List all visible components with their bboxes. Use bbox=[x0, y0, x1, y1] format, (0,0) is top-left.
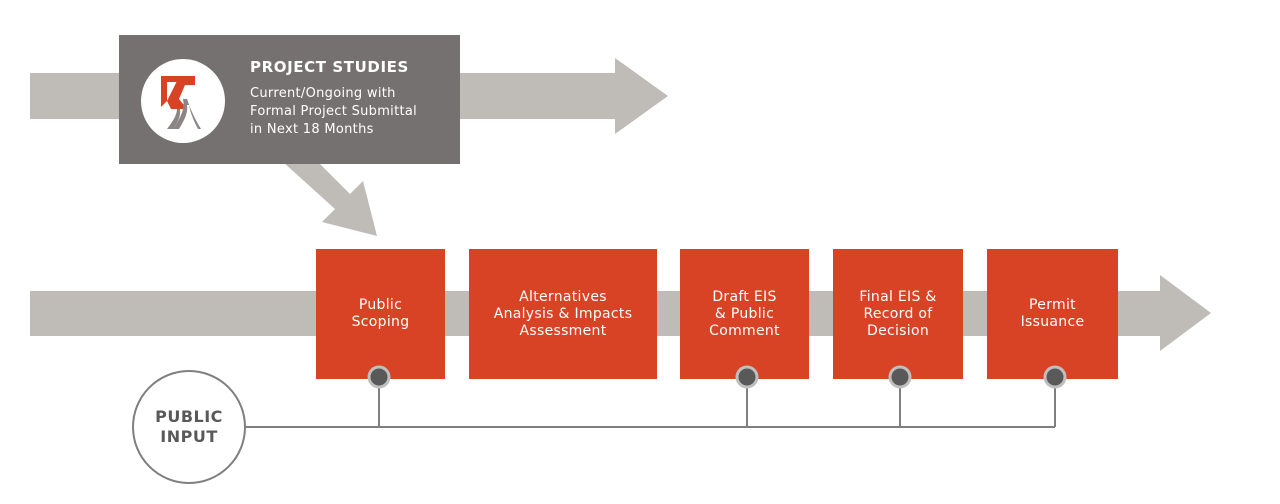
node-public-scoping bbox=[367, 365, 391, 389]
node-permit-issuance bbox=[1043, 365, 1067, 389]
project-studies-description: Current/Ongoing with Formal Project Subm… bbox=[250, 86, 418, 137]
project-studies-title: PROJECT STUDIES bbox=[250, 58, 409, 76]
node-draft-eis bbox=[735, 365, 759, 389]
diagonal-arrow bbox=[283, 162, 377, 236]
public-input-circle: PUBLIC INPUT bbox=[132, 370, 246, 484]
public-input-label: PUBLIC INPUT bbox=[155, 407, 223, 446]
step-final-eis: Final EIS & Record of Decision bbox=[833, 249, 963, 379]
step-label: Draft EIS & Public Comment bbox=[709, 288, 780, 339]
node-final-eis bbox=[888, 365, 912, 389]
step-label: Alternatives Analysis & Impacts Assessme… bbox=[493, 288, 633, 339]
step-public-scoping: Public Scoping bbox=[316, 249, 445, 379]
step-label: Public Scoping bbox=[351, 297, 410, 330]
step-label: Permit Issuance bbox=[1020, 297, 1085, 330]
step-draft-eis: Draft EIS & Public Comment bbox=[680, 249, 809, 379]
step-permit-issuance: Permit Issuance bbox=[987, 249, 1118, 379]
project-logo bbox=[141, 59, 225, 143]
step-label: Final EIS & Record of Decision bbox=[859, 288, 937, 339]
step-alternatives-analysis: Alternatives Analysis & Impacts Assessme… bbox=[469, 249, 657, 379]
red-mountain-logo-icon bbox=[161, 76, 201, 129]
